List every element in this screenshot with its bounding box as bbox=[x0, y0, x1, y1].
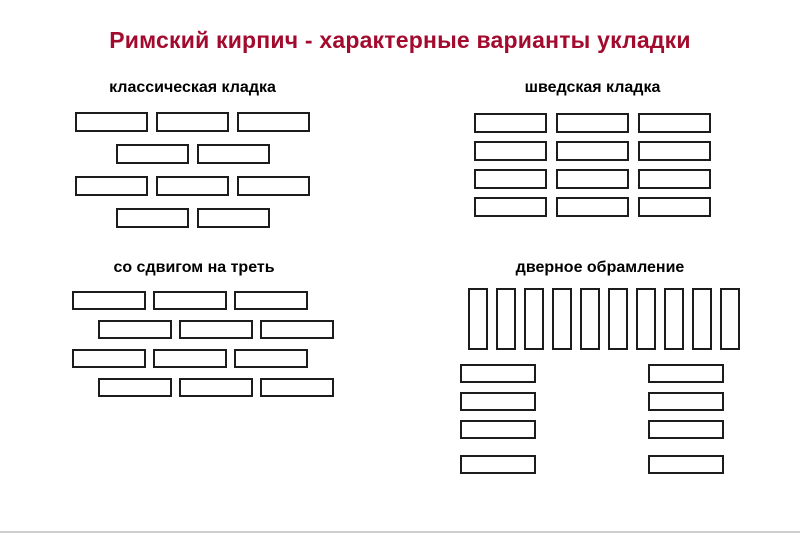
swedish-brick bbox=[638, 113, 711, 133]
panel-label-swedish: шведская кладка bbox=[524, 79, 661, 96]
swedish-brick bbox=[638, 197, 711, 217]
swedish-brick bbox=[556, 197, 629, 217]
classic-brick bbox=[156, 112, 229, 132]
swedish-brick bbox=[474, 197, 547, 217]
classic-brick bbox=[116, 208, 189, 228]
door-frame-brick bbox=[460, 420, 536, 439]
third-shift-brick bbox=[179, 320, 253, 339]
door-frame-brick bbox=[496, 288, 516, 350]
door-frame-brick bbox=[460, 364, 536, 383]
swedish-brick bbox=[638, 169, 711, 189]
classic-brick bbox=[197, 144, 270, 164]
classic-brick bbox=[237, 176, 310, 196]
classic-brick bbox=[75, 112, 148, 132]
swedish-brick bbox=[556, 141, 629, 161]
classic-brick bbox=[156, 176, 229, 196]
door-frame-brick bbox=[692, 288, 712, 350]
door-frame-brick bbox=[648, 364, 724, 383]
door-frame-brick bbox=[468, 288, 488, 350]
classic-brick bbox=[197, 208, 270, 228]
door-frame-brick bbox=[648, 392, 724, 411]
third-shift-brick bbox=[153, 349, 227, 368]
door-frame-brick bbox=[648, 420, 724, 439]
swedish-brick bbox=[474, 141, 547, 161]
door-frame-brick bbox=[608, 288, 628, 350]
diagram-title: Римский кирпич - характерные варианты ук… bbox=[109, 27, 691, 53]
panel-label-door-frame: дверное обрамление bbox=[515, 259, 685, 276]
door-frame-brick bbox=[552, 288, 572, 350]
door-frame-brick bbox=[580, 288, 600, 350]
third-shift-brick bbox=[98, 378, 172, 397]
third-shift-brick bbox=[72, 291, 146, 310]
third-shift-brick bbox=[260, 378, 334, 397]
third-shift-brick bbox=[234, 349, 308, 368]
door-frame-brick bbox=[636, 288, 656, 350]
swedish-brick bbox=[556, 113, 629, 133]
third-shift-brick bbox=[153, 291, 227, 310]
swedish-brick bbox=[474, 169, 547, 189]
door-frame-brick bbox=[460, 392, 536, 411]
swedish-brick bbox=[638, 141, 711, 161]
classic-brick bbox=[75, 176, 148, 196]
third-shift-brick bbox=[72, 349, 146, 368]
panel-label-third-shift: со сдвигом на треть bbox=[113, 259, 275, 276]
third-shift-brick bbox=[98, 320, 172, 339]
door-frame-brick bbox=[460, 455, 536, 474]
door-frame-brick bbox=[664, 288, 684, 350]
third-shift-brick bbox=[260, 320, 334, 339]
door-frame-brick bbox=[720, 288, 740, 350]
panel-label-classic: классическая кладка bbox=[109, 79, 276, 96]
third-shift-brick bbox=[234, 291, 308, 310]
swedish-brick bbox=[474, 113, 547, 133]
third-shift-brick bbox=[179, 378, 253, 397]
swedish-brick bbox=[556, 169, 629, 189]
classic-brick bbox=[237, 112, 310, 132]
classic-brick bbox=[116, 144, 189, 164]
door-frame-brick bbox=[648, 455, 724, 474]
door-frame-brick bbox=[524, 288, 544, 350]
